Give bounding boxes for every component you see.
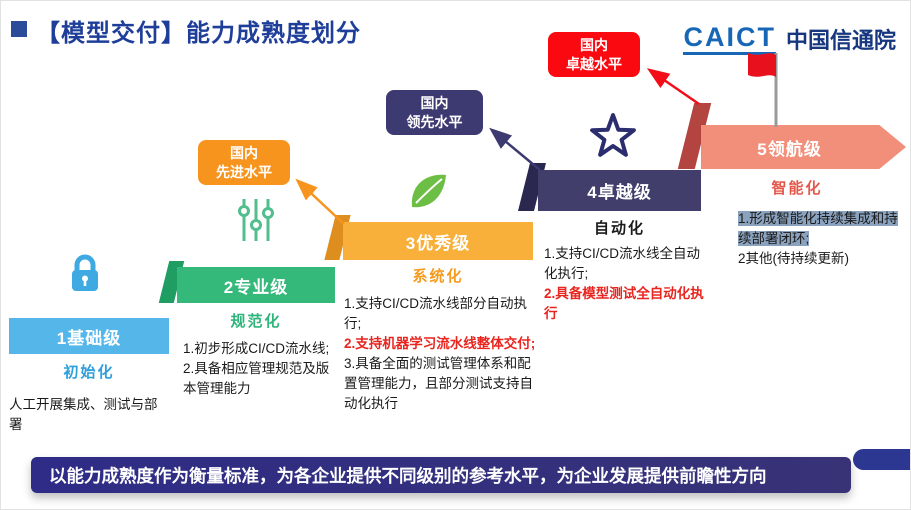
phase-label-3: 系统化 bbox=[412, 268, 464, 285]
sliders-icon bbox=[238, 195, 274, 250]
badge-domestic-excellent: 国内 卓越水平 bbox=[548, 32, 640, 77]
corner-decoration-bar bbox=[853, 449, 910, 470]
level-bar-basic: 1基础级 bbox=[9, 318, 169, 354]
caict-logo-latin: CAICT bbox=[683, 23, 776, 55]
leaf-icon bbox=[406, 169, 450, 218]
footer-banner: 以能力成熟度作为衡量标准，为各企业提供不同级别的参考水平，为企业发展提供前瞻性方… bbox=[31, 457, 851, 493]
desc-item-highlighted: 1.形成智能化持续集成和持续部署闭环; bbox=[738, 209, 902, 249]
desc-item: 2.具备相应管理规范及版本管理能力 bbox=[183, 360, 330, 396]
desc-item-red: 2.支持机器学习流水线整体交付; bbox=[344, 335, 536, 351]
phase-label-4: 自动化 bbox=[593, 220, 645, 237]
level-desc-1: 人工开展集成、测试与部署 bbox=[9, 395, 167, 435]
phase-label-2: 规范化 bbox=[230, 313, 282, 330]
desc-item: 人工开展集成、测试与部署 bbox=[9, 397, 158, 432]
phase-label-5: 智能化 bbox=[771, 180, 823, 197]
footer-text: 以能力成熟度作为衡量标准，为各企业提供不同级别的参考水平，为企业发展提供前瞻性方… bbox=[49, 465, 767, 486]
star-icon bbox=[589, 111, 637, 166]
page-header: 【模型交付】能力成熟度划分 bbox=[11, 13, 361, 48]
title-bullet-square bbox=[11, 21, 27, 37]
desc-item: 2其他(待持续更新) bbox=[738, 250, 849, 266]
level-bar-outstanding: 4卓越级 bbox=[538, 170, 701, 211]
desc-item: 1.初步形成CI/CD流水线; bbox=[183, 341, 330, 356]
badge-domestic-leading: 国内 领先水平 bbox=[386, 90, 483, 135]
level-desc-3: 1.支持CI/CD流水线部分自动执行; 2.支持机器学习流水线整体交付; 3.具… bbox=[344, 294, 536, 414]
badge-domestic-advanced: 国内 先进水平 bbox=[198, 140, 290, 185]
level-bar-pilot-arrow: 5领航级 bbox=[701, 125, 906, 169]
caict-logo: CAICT 中国信通院 bbox=[683, 23, 896, 55]
desc-item: 1.支持CI/CD流水线部分自动执行; bbox=[344, 296, 528, 331]
page-title: 【模型交付】能力成熟度划分 bbox=[36, 20, 361, 47]
level-desc-5: 1.形成智能化持续集成和持续部署闭环; 2其他(待持续更新) bbox=[738, 209, 902, 269]
level-desc-2: 1.初步形成CI/CD流水线; 2.具备相应管理规范及版本管理能力 bbox=[183, 339, 339, 399]
highlight-text: 1.形成智能化持续集成和持续部署闭环; bbox=[738, 211, 898, 246]
desc-item: 1.支持CI/CD流水线全自动化执行; bbox=[544, 246, 701, 281]
level-desc-4: 1.支持CI/CD流水线全自动化执行; 2.具备模型测试全自动化执行 bbox=[544, 244, 710, 324]
desc-item: 3.具备全面的测试管理体系和配置管理能力，且部分测试支持自动化执行 bbox=[344, 355, 533, 411]
phase-label-1: 初始化 bbox=[63, 364, 115, 381]
flag-icon bbox=[746, 47, 794, 136]
level-bar-excellent: 3优秀级 bbox=[343, 222, 533, 260]
desc-item-red: 2.具备模型测试全自动化执行 bbox=[544, 285, 704, 321]
lock-icon bbox=[67, 253, 103, 300]
caict-logo-chinese: 中国信通院 bbox=[785, 28, 896, 53]
level-bar-professional: 2专业级 bbox=[177, 267, 335, 303]
arrow-to-excellent-badge bbox=[646, 68, 700, 106]
